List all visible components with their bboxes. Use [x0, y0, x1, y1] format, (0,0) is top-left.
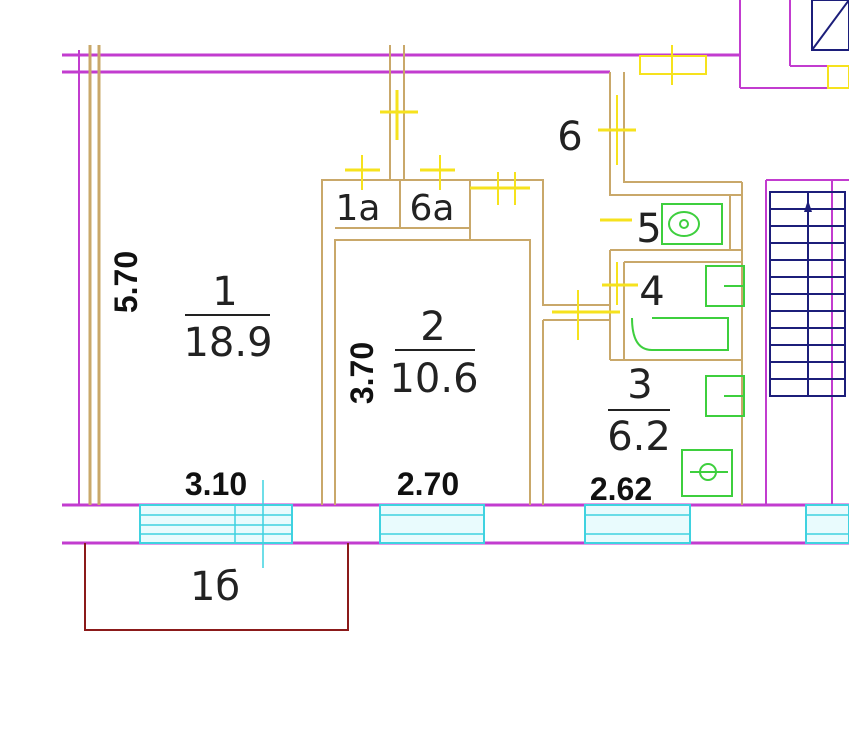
fixtures — [631, 203, 745, 497]
room-5-number: 5 — [636, 206, 661, 252]
room-3-area: 6.2 — [607, 414, 671, 460]
sink-icon — [705, 375, 745, 417]
dim-room3-width: 2.62 — [590, 471, 652, 507]
window-stair — [805, 504, 849, 544]
room-4-number: 4 — [639, 269, 664, 315]
bathtub-icon — [631, 265, 745, 351]
closet-6a-label: 6а — [410, 188, 455, 229]
dim-room2-width: 2.70 — [397, 466, 459, 502]
room-3-number: 3 — [627, 362, 652, 408]
outer-walls — [62, 0, 849, 545]
arrow-up-icon — [804, 200, 812, 212]
room-2-area: 10.6 — [389, 356, 478, 402]
toilet-icon — [661, 203, 723, 245]
shaft-symbol — [811, 0, 849, 51]
dimension-labels: 3.10 2.70 2.62 5.70 3.70 — [108, 251, 652, 507]
room-2-number: 2 — [420, 304, 445, 350]
windows — [139, 480, 849, 568]
room-6-number: 6 — [557, 114, 582, 160]
staircase — [769, 191, 846, 397]
dim-room2-length: 3.70 — [344, 342, 380, 404]
dim-room1-length: 5.70 — [108, 251, 144, 313]
stove-icon — [681, 449, 733, 497]
room-1-area: 18.9 — [183, 320, 272, 366]
room-1-number: 1 — [212, 269, 237, 315]
room-labels: 1 18.9 2 10.6 3 6.2 4 5 6 1а 6а 1б — [183, 114, 670, 610]
dim-room1-width: 3.10 — [185, 466, 247, 502]
window-room2 — [379, 504, 485, 544]
interior-walls — [88, 45, 743, 505]
closet-1a-label: 1а — [336, 188, 381, 229]
window-room1 — [139, 480, 293, 568]
doors — [345, 45, 849, 340]
window-room3 — [584, 504, 691, 544]
balcony — [84, 543, 349, 631]
balcony-label: 1б — [190, 564, 240, 610]
